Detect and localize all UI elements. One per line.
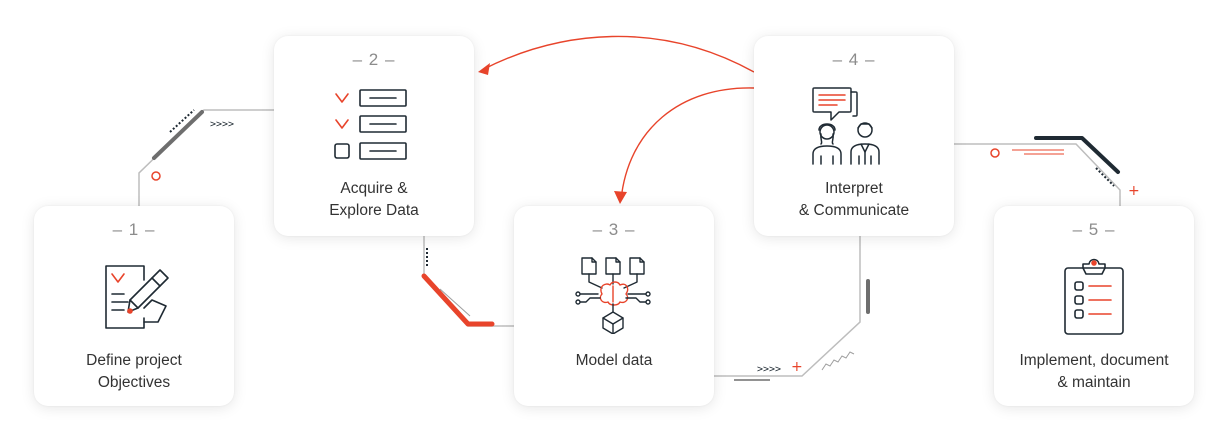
arrow-4-to-2 [481, 35, 755, 73]
chevrons-icon: >>>> [210, 119, 234, 130]
connector-1-2 [138, 109, 274, 206]
clipboard-checklist-icon [1059, 256, 1129, 341]
step-number: – 2 – [352, 50, 396, 69]
step-label: Interpret & Communicate [798, 180, 910, 219]
svg-text:>>>>: >>>> [757, 364, 781, 375]
step-number: – 1 – [112, 220, 156, 239]
step-label: Implement, document & maintain [1019, 352, 1169, 391]
arrow-4-to-3 [620, 87, 755, 201]
svg-text:+: + [791, 359, 803, 375]
step-number: – 4 – [832, 50, 876, 69]
step-number: – 5 – [1072, 220, 1116, 239]
checklist-pen-icon [94, 256, 174, 341]
data-list-icon [332, 86, 416, 171]
step-card-5: – 5 – Implement, document & maintain [994, 206, 1194, 406]
step-label: Model data [575, 352, 653, 369]
connector-accent-bar [152, 110, 204, 160]
brain-network-icon [572, 254, 656, 339]
people-discussion-icon [809, 84, 899, 171]
svg-text:+: + [1128, 183, 1140, 199]
step-card-3: – 3 – Model data [514, 206, 714, 406]
step-card-2: – 2 – Acquire & Explore Data [274, 36, 474, 236]
connector-red-bar [421, 273, 495, 327]
step-label: Define project Objectives [86, 352, 182, 391]
step-card-1: – 1 – Define project Objectives [34, 206, 234, 406]
connector-node-circle [151, 171, 161, 181]
step-card-4: – 4 – Interpret & Communicate [754, 36, 954, 236]
step-label: Acquire & Explore Data [329, 180, 419, 219]
step-number: – 3 – [592, 220, 636, 239]
